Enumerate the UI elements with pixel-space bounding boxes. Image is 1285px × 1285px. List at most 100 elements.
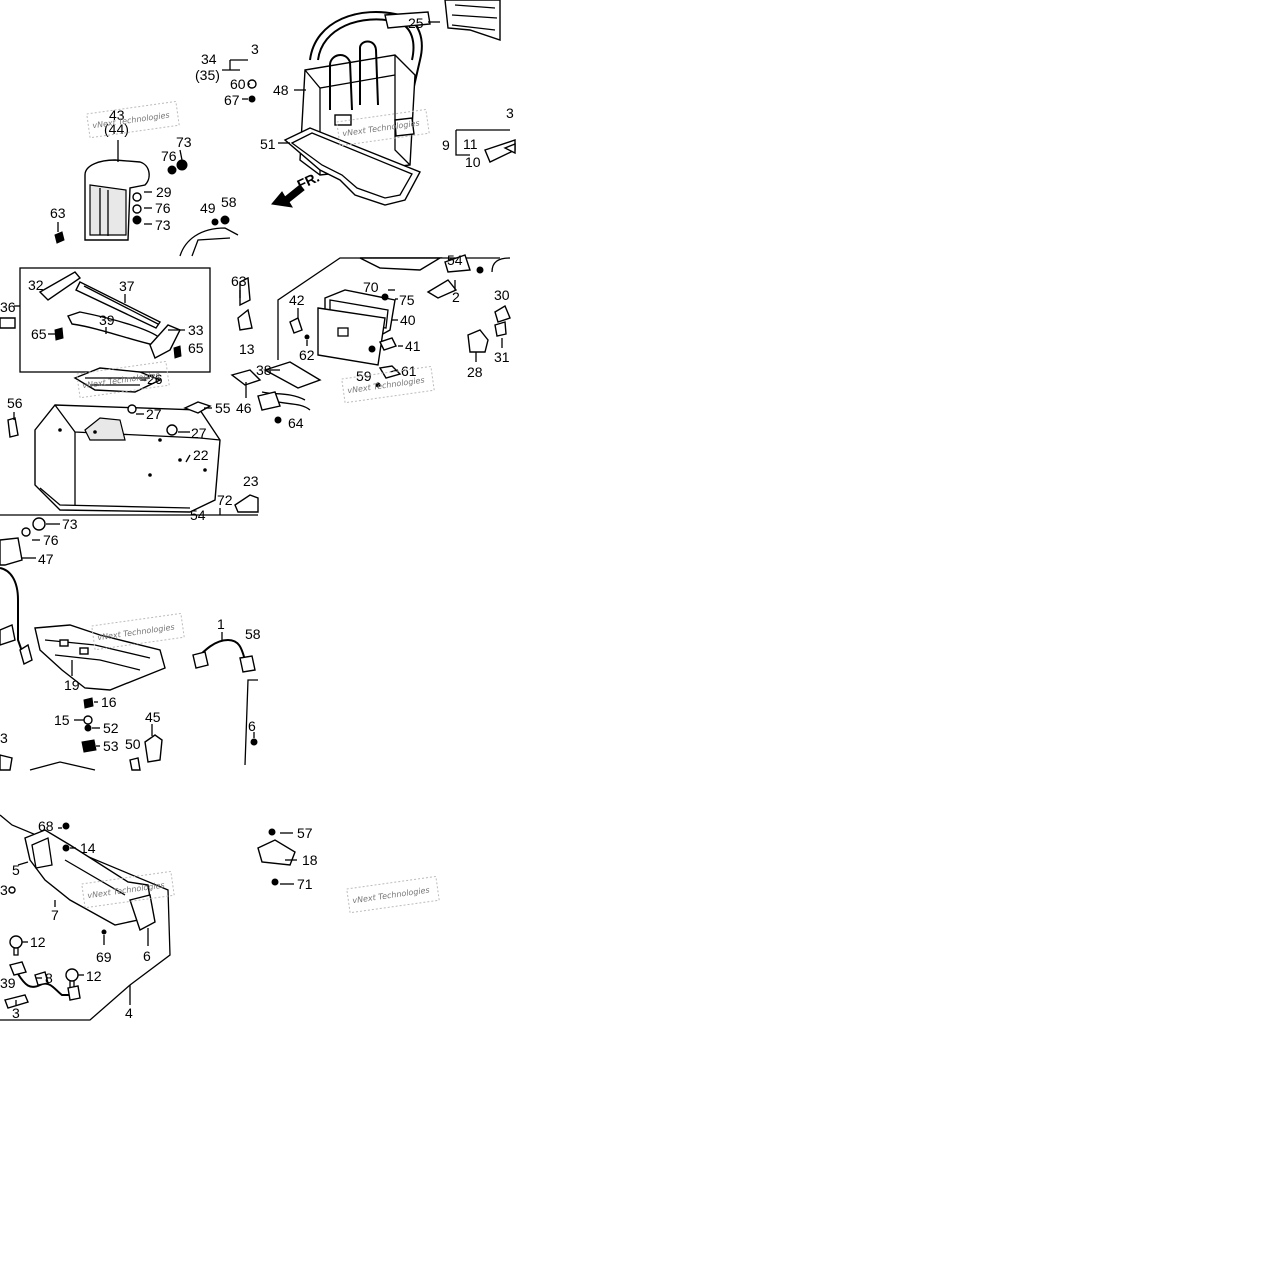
callout-30: 30: [494, 287, 510, 303]
callout-71: 71: [297, 876, 313, 892]
callout-12: 12: [86, 968, 102, 984]
callout-15: 15: [54, 712, 70, 728]
leader-lines: [13, 21, 503, 1005]
callout-58: 58: [221, 194, 237, 210]
callout-58: 58: [245, 626, 261, 642]
callout-70: 70: [363, 279, 379, 295]
callout-3: 3: [506, 105, 514, 121]
callout-52: 52: [103, 720, 119, 736]
callout-labels: 25 3 34 (35) 60 67 48 43 (44) 51 73 76 9…: [0, 15, 514, 1021]
callout-26: 26: [147, 371, 163, 387]
callout-48: 48: [273, 82, 289, 98]
callout-54: 54: [447, 252, 463, 268]
callout-5: 5: [12, 862, 20, 878]
callout-76: 76: [43, 532, 59, 548]
armrest-assembly: [54, 59, 257, 257]
callout-4: 4: [125, 1005, 133, 1021]
callout-38: 38: [256, 362, 272, 378]
callout-67: 67: [224, 92, 240, 108]
callout-60: 60: [230, 76, 246, 92]
callout-3: 3: [0, 730, 8, 746]
callout-3: 3: [12, 1005, 20, 1021]
callout-75: 75: [399, 292, 415, 308]
callout-61: 61: [401, 363, 417, 379]
callout-27: 27: [146, 406, 162, 422]
tail-light-assembly: [0, 814, 296, 1021]
callout-68: 68: [38, 818, 54, 834]
watermark: vNext Technologies: [97, 622, 175, 642]
frame-harness-assembly: [0, 514, 258, 771]
callout-12: 12: [30, 934, 46, 950]
callout-39: 39: [0, 975, 16, 991]
callout-40: 40: [400, 312, 416, 328]
callout-44: (44): [104, 121, 129, 137]
callout-43: 43: [109, 107, 125, 123]
callout-73: 73: [176, 134, 192, 150]
callout-62: 62: [299, 347, 315, 363]
callout-34: 34: [201, 51, 217, 67]
callout-65: 65: [188, 340, 204, 356]
callout-46: 46: [236, 400, 252, 416]
switch-box-assembly: [230, 254, 511, 424]
callout-35: (35): [195, 67, 220, 83]
callout-64: 64: [288, 415, 304, 431]
corner-dots: [58, 428, 207, 477]
callout-11: 11: [463, 136, 478, 152]
callout-33: 33: [188, 322, 204, 338]
callout-49: 49: [200, 200, 216, 216]
callout-45: 45: [145, 709, 161, 725]
callout-18: 18: [302, 852, 318, 868]
callout-3: 3: [251, 41, 259, 57]
watermark: vNext Technologies: [352, 885, 430, 905]
callout-7: 7: [51, 907, 59, 923]
callout-65: 65: [31, 326, 47, 342]
callout-14: 14: [80, 840, 96, 856]
bracket-cover-assembly: [0, 267, 259, 513]
watermark: vNext Technologies: [92, 110, 170, 130]
callout-19: 19: [64, 677, 80, 693]
callout-42: 42: [289, 292, 305, 308]
callout-50: 50: [125, 736, 141, 752]
callout-32: 32: [28, 277, 44, 293]
callout-57: 57: [297, 825, 313, 841]
callout-73: 73: [155, 217, 171, 233]
callout-6: 6: [143, 948, 151, 964]
callout-55: 55: [215, 400, 231, 416]
callout-22: 22: [193, 447, 209, 463]
callout-63: 63: [231, 273, 247, 289]
callout-36: 36: [0, 299, 16, 315]
callout-73: 73: [62, 516, 78, 532]
callout-25: 25: [408, 15, 424, 31]
callout-1: 1: [217, 616, 225, 632]
callout-51: 51: [260, 136, 276, 152]
callout-54: 54: [190, 507, 206, 523]
callout-23: 23: [243, 473, 259, 489]
callout-76: 76: [155, 200, 171, 216]
callout-13: 13: [239, 341, 255, 357]
callout-31: 31: [494, 349, 510, 365]
callout-10: 10: [465, 154, 481, 170]
callout-16: 16: [101, 694, 117, 710]
callout-6: 6: [248, 718, 256, 734]
callout-37: 37: [119, 278, 135, 294]
front-arrow-icon: [271, 184, 305, 208]
callout-56: 56: [7, 395, 23, 411]
callout-2: 2: [452, 289, 460, 305]
callout-47: 47: [38, 551, 54, 567]
callout-59: 59: [356, 368, 372, 384]
callout-69: 69: [96, 949, 112, 965]
bag-assembly: FR.: [271, 0, 516, 208]
callout-63: 63: [50, 205, 66, 221]
callout-72: 72: [217, 492, 233, 508]
callout-8: 8: [45, 970, 53, 986]
callout-76: 76: [161, 148, 177, 164]
callout-39: 39: [99, 312, 115, 328]
callout-9: 9: [442, 137, 450, 153]
callout-28: 28: [467, 364, 483, 380]
callout-53: 53: [103, 738, 119, 754]
callout-27: 27: [191, 425, 207, 441]
callout-29: 29: [156, 184, 172, 200]
callout-3: 3: [0, 882, 8, 898]
callout-41: 41: [405, 338, 421, 354]
